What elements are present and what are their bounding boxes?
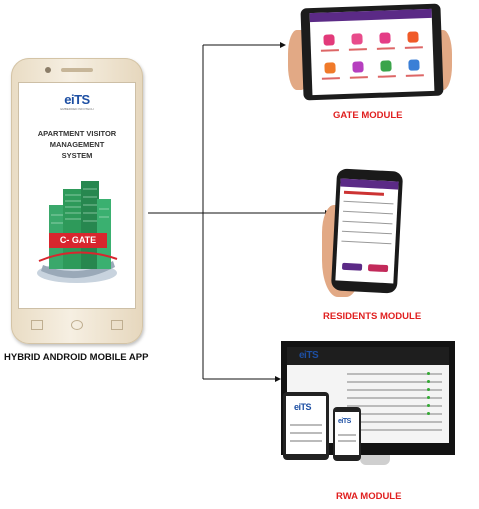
module-tile-icon <box>352 61 364 73</box>
form-field-line <box>338 440 356 442</box>
form-field-line <box>341 230 392 235</box>
main-phone: eiTS EMBEDDED INFOTECH APARTMENT VISITOR… <box>11 58 143 344</box>
dashboard-header <box>287 347 449 365</box>
form-field-line <box>338 434 356 436</box>
table-row <box>347 421 442 423</box>
table-row <box>347 405 442 407</box>
form-field-line <box>290 432 322 434</box>
logo-tagline: EMBEDDED INFOTECH <box>60 107 94 111</box>
table-row <box>347 381 442 383</box>
gate-tablet <box>300 3 444 101</box>
rwa-tablet-logo: eiTS <box>294 402 312 412</box>
module-tile-icon <box>323 34 335 46</box>
back-key-icon <box>111 320 123 330</box>
phone-screen: eiTS EMBEDDED INFOTECH APARTMENT VISITOR… <box>19 83 135 308</box>
module-tile-icon <box>379 32 391 44</box>
home-key-icon <box>71 320 83 330</box>
rwa-phone: eiTS <box>333 407 361 461</box>
status-dot <box>427 372 430 375</box>
module-tile-icon <box>324 62 336 74</box>
status-dot <box>427 396 430 399</box>
table-row <box>347 389 442 391</box>
rwa-tablet-screen: eiTS <box>286 396 326 454</box>
submit-button[interactable] <box>341 262 363 271</box>
tile-caption <box>405 74 424 77</box>
menu-key-icon <box>31 320 43 330</box>
phone-nav-keys <box>29 320 125 330</box>
speaker-grille <box>61 68 93 72</box>
module-tile-icon <box>351 33 363 45</box>
status-dot <box>427 412 430 415</box>
tile-caption <box>348 48 367 51</box>
rwa-phone-screen: eiTS <box>335 412 359 455</box>
residents-app-bar <box>340 178 399 190</box>
tile-caption <box>320 49 339 52</box>
residents-phone <box>330 168 404 294</box>
form-field-line <box>341 240 392 245</box>
gate-module-label: GATE MODULE <box>333 110 403 121</box>
tile-caption <box>349 76 368 79</box>
form-field-line <box>342 220 393 225</box>
building-illustration <box>37 181 118 283</box>
form-field-line <box>342 210 393 215</box>
app-title-line-2: MANAGEMENT <box>49 140 105 149</box>
form-field-line <box>290 424 322 426</box>
status-dot <box>427 388 430 391</box>
tablet-screen <box>309 8 435 96</box>
status-dot <box>427 404 430 407</box>
camera-icon <box>45 67 51 73</box>
logo-text: eiTS <box>64 92 90 107</box>
module-tile-icon <box>407 31 419 43</box>
rwa-tablet: eiTS <box>283 392 329 460</box>
app-title: APARTMENT VISITOR MANAGEMENT SYSTEM <box>23 128 131 161</box>
form-heading <box>343 190 385 196</box>
tile-caption <box>377 75 396 78</box>
table-row <box>347 413 442 415</box>
tile-caption <box>376 47 395 50</box>
main-app-caption: HYBRID ANDROID MOBILE APP <box>4 352 149 363</box>
cancel-button[interactable] <box>367 264 389 273</box>
table-row <box>347 397 442 399</box>
rwa-module-label: RWA MODULE <box>336 491 402 502</box>
tile-caption <box>321 77 340 80</box>
rwa-phone-logo: eiTS <box>338 418 351 425</box>
residents-module-label: RESIDENTS MODULE <box>323 311 422 322</box>
status-dot <box>427 380 430 383</box>
app-title-line-1: APARTMENT VISITOR <box>37 129 117 138</box>
form-field-line <box>290 440 322 442</box>
module-tile-icon <box>408 59 420 71</box>
tablet-app-bar <box>309 8 432 23</box>
tile-caption <box>404 46 423 49</box>
form-field-line <box>343 200 394 205</box>
module-tile-icon <box>380 60 392 72</box>
eits-logo: eiTS EMBEDDED INFOTECH <box>58 92 96 112</box>
app-title-line-3: SYSTEM <box>61 151 93 160</box>
c-gate-badge: C- GATE <box>49 233 107 248</box>
table-row <box>347 429 442 431</box>
monitor-logo: eiTS <box>299 350 319 361</box>
table-row <box>347 373 442 375</box>
residents-phone-screen <box>335 178 399 284</box>
monitor-stand <box>360 455 390 465</box>
